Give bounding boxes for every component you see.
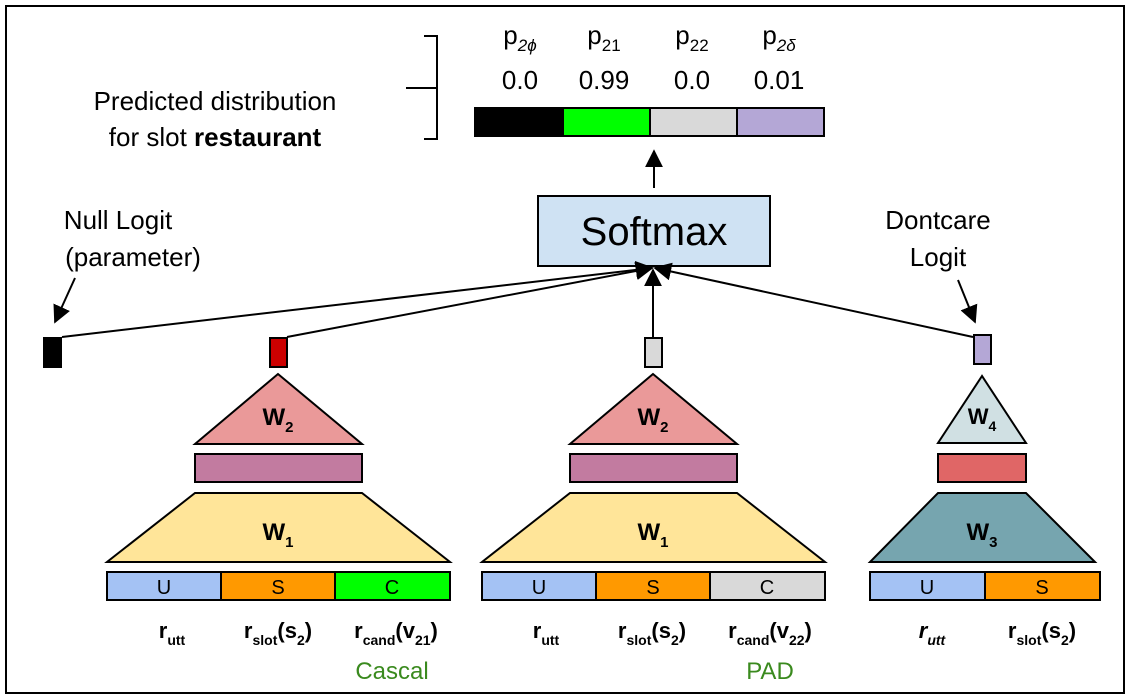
null-logit-label-line2: (parameter)	[65, 242, 201, 272]
prob-value-null: 0.0	[502, 65, 538, 95]
dontcare-rep-utt: rutt	[919, 618, 947, 648]
cascal-input-c-label: C	[385, 577, 399, 599]
prob-cell-21	[562, 107, 651, 137]
dontcare-w3-trapezoid	[867, 492, 1098, 563]
pad-hidden-layer	[569, 453, 738, 483]
cascal-w2-triangle	[192, 372, 365, 445]
dontcare-logit-square	[973, 334, 992, 365]
pad-rep-utt: rutt	[533, 618, 560, 648]
prob-header-22: p22	[675, 20, 708, 55]
pad-input-c-label: C	[760, 577, 774, 599]
distribution-brace	[406, 35, 438, 140]
cascal-input-u	[106, 571, 222, 601]
dontcare-w4-label: W4	[968, 404, 997, 434]
arrow-cascal-logit-to-softmax	[286, 262, 654, 338]
prob-cell-22	[649, 107, 738, 137]
prob-header-dontcare: p2δ	[762, 20, 796, 55]
null-logit-square	[43, 337, 62, 368]
pad-w2-triangle	[567, 372, 740, 445]
pad-w2-label: W2	[638, 404, 669, 436]
prob-cell-dontcare	[736, 107, 825, 137]
dontcare-rep-slot: rslot(s2)	[1008, 618, 1076, 648]
dontcare-w4-triangle	[936, 374, 1028, 444]
dontcare-w3-label: W3	[967, 519, 998, 551]
figure-border	[5, 5, 1125, 694]
pad-input-s-label: S	[646, 577, 659, 599]
dontcare-hidden-layer	[937, 453, 1027, 483]
prob-header-null: p2ϕ	[503, 20, 536, 55]
distribution-bar	[474, 107, 825, 137]
arrow-dontcare-logit-to-softmax	[653, 262, 974, 338]
pad-rep-cand: rcand(v22)	[728, 618, 812, 648]
pad-input-c	[709, 571, 826, 601]
prob-value-22: 0.0	[674, 65, 710, 95]
prob-value-dontcare: 0.01	[754, 65, 805, 95]
distribution-values: 0.0 0.99 0.0 0.01	[502, 65, 804, 95]
pad-w1-label: W1	[638, 519, 669, 551]
cascal-branch: W2 W1 U S C rutt rslot(s2) rcand(v21) Ca…	[104, 372, 453, 685]
cascal-rep-slot: rslot(s2)	[244, 618, 312, 648]
cascal-hidden-layer	[194, 453, 363, 483]
dontcare-input-s	[984, 571, 1101, 601]
pad-caption: PAD	[746, 658, 794, 685]
dontcare-logit-pointer-arrow	[957, 279, 978, 324]
pad-input-u-label: U	[532, 577, 546, 599]
cascal-logit-square	[269, 337, 288, 368]
prob-value-21: 0.99	[579, 65, 630, 95]
softmax-label: Softmax	[581, 210, 728, 254]
softmax-box	[537, 195, 771, 267]
cascal-w1-trapezoid	[104, 492, 453, 563]
arrow-null-logit-to-softmax	[61, 260, 654, 338]
distribution-label: Predicted distribution for slot restaura…	[94, 86, 337, 152]
null-logit-label-line1: Null Logit	[64, 205, 173, 235]
distribution-label-line1: Predicted distribution	[94, 86, 337, 116]
pad-rep-slot: rslot(s2)	[618, 618, 686, 648]
cascal-rep-utt: rutt	[159, 618, 186, 648]
cascal-w2-label: W2	[263, 404, 294, 436]
pad-branch: W2 W1 U S C rutt rslot(s2) rcand(v22) PA…	[479, 372, 828, 685]
cascal-w1-label: W1	[263, 519, 294, 551]
cascal-input-c	[334, 571, 451, 601]
cascal-input-s-label: S	[271, 577, 284, 599]
distribution-label-line2: for slot restaurant	[109, 122, 322, 152]
pad-logit-square	[644, 337, 663, 368]
distribution-headers: p2ϕ p21 p22 p2δ	[503, 20, 796, 55]
pad-w1-trapezoid	[479, 492, 828, 563]
dontcare-input-u-label: U	[920, 577, 934, 599]
dontcare-branch: W4 W3 U S rutt rslot(s2)	[867, 374, 1101, 648]
cascal-caption: Cascal	[355, 658, 428, 685]
pad-input-u	[481, 571, 597, 601]
cascal-rep-cand: rcand(v21)	[354, 618, 438, 648]
prob-cell-null	[474, 107, 564, 137]
prob-header-21: p21	[587, 20, 620, 55]
dontcare-input-s-label: S	[1035, 577, 1048, 599]
dontcare-logit-label-line1: Dontcare	[885, 205, 991, 235]
dontcare-logit-label-line2: Logit	[910, 242, 967, 272]
cascal-input-u-label: U	[157, 577, 171, 599]
null-logit-pointer-arrow	[53, 277, 76, 324]
cascal-input-s	[220, 571, 336, 601]
